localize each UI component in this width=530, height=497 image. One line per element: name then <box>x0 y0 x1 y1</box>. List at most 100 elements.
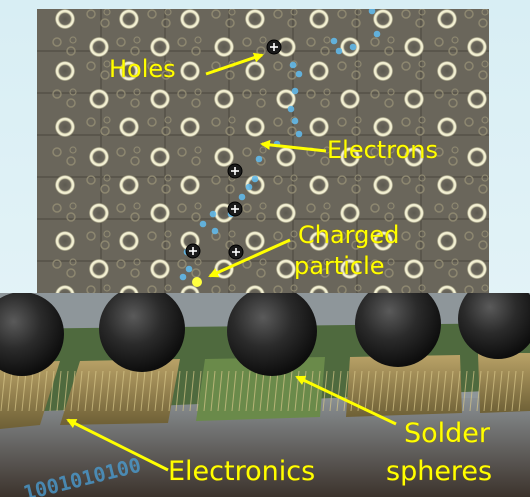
pixel-dot <box>451 258 459 266</box>
pixel-pad <box>309 9 329 29</box>
pixel-dot <box>478 126 488 136</box>
pixel-dot <box>481 60 489 68</box>
pixel-pad <box>150 89 170 109</box>
electrons-label: Electrons <box>327 136 438 164</box>
pixel-dot <box>273 175 283 185</box>
pixel-dot <box>323 202 331 210</box>
chip-trace <box>497 370 503 412</box>
electron-dot <box>295 70 303 78</box>
pixel-dot <box>481 9 489 16</box>
pixel-dot <box>290 284 298 292</box>
pixel-dot <box>259 36 267 44</box>
pixel-dot <box>177 37 187 47</box>
pixel-dot <box>242 37 252 47</box>
chip-trace <box>259 370 265 412</box>
pixel-dot <box>351 184 361 194</box>
pixel-pad <box>180 61 200 81</box>
pixel-pad <box>150 259 170 279</box>
pixel-pad <box>340 203 360 223</box>
solder-sphere <box>355 293 441 367</box>
pixel-dot <box>351 18 361 28</box>
pixel-pad <box>373 61 393 81</box>
pixel-dot <box>177 259 187 269</box>
pixel-dot <box>228 230 236 238</box>
pixel-dot <box>387 258 395 266</box>
pixel-dot <box>228 9 236 16</box>
pixel-dot <box>418 60 426 68</box>
pixel-dot <box>147 61 157 71</box>
electron-dot <box>287 105 295 113</box>
pixel-dot <box>351 240 361 250</box>
pixel-pad <box>276 89 296 109</box>
pixel-dot <box>161 240 171 250</box>
pixel-dot <box>164 116 172 124</box>
pixel-dot <box>69 88 77 96</box>
chip-trace <box>217 370 223 412</box>
pixel-dot <box>194 88 202 96</box>
pixel-dot <box>86 61 96 71</box>
chip-trace <box>56 370 62 412</box>
pixel-dot <box>287 18 297 28</box>
pixel-dot <box>306 259 316 269</box>
pixel-dot <box>52 147 62 157</box>
pixel-dot <box>384 46 394 56</box>
pixel-dot <box>69 146 77 154</box>
chip-trace <box>168 370 174 412</box>
pixel-dot <box>434 37 444 47</box>
pixel-dot <box>66 212 76 222</box>
pixel-dot <box>133 36 141 44</box>
pixel-dot <box>177 203 187 213</box>
pixel-dot <box>191 156 201 166</box>
pixel-pad <box>276 259 296 279</box>
solder-sphere <box>227 293 317 376</box>
pixel-dot <box>133 88 141 96</box>
pixel-dot <box>415 184 425 194</box>
pixel-dot <box>387 36 395 44</box>
pixel-dot <box>478 184 488 194</box>
pixel-dot <box>464 9 474 19</box>
pixel-pad <box>150 37 170 57</box>
pixel-dot <box>103 174 111 182</box>
pixel-pad <box>89 89 109 109</box>
electron-dot <box>211 227 219 235</box>
pixel-pad <box>180 9 200 29</box>
pixel-dot <box>161 70 171 80</box>
pixel-pad <box>180 117 200 137</box>
pixel-dot <box>354 60 362 68</box>
chip-trace <box>196 370 202 412</box>
chip-trace <box>70 370 76 412</box>
electronics-label: Electronics <box>168 456 316 487</box>
pixel-pad <box>119 231 139 251</box>
pixel-dot <box>69 202 77 210</box>
chip-trace <box>91 370 97 412</box>
pixel-dot <box>194 146 202 154</box>
pixel-dot <box>164 230 172 238</box>
solder-label-line1: Solder <box>404 418 491 449</box>
chip <box>196 357 325 421</box>
pixel-dot <box>415 18 425 28</box>
pixel-dot <box>161 126 171 136</box>
pixel-dot <box>69 258 77 266</box>
pixel-pad <box>340 259 360 279</box>
pixel-dot <box>434 203 444 213</box>
pixel-pad <box>150 147 170 167</box>
pixel-dot <box>464 117 474 127</box>
pixel-dot <box>116 259 126 269</box>
pixel-pad <box>89 37 109 57</box>
charged-particle-dot <box>192 277 202 287</box>
pixel-dot <box>434 147 444 157</box>
pixel-dot <box>478 70 488 80</box>
pixel-dot <box>448 156 458 166</box>
chip-trace <box>231 370 237 412</box>
pixel-dot <box>116 147 126 157</box>
chip-trace <box>266 370 272 412</box>
electron-dot <box>291 117 299 125</box>
pixel-pad <box>245 231 265 251</box>
pixel-dot <box>228 284 236 292</box>
pixel-dot <box>451 36 459 44</box>
pixel-dot <box>481 116 489 124</box>
chip-trace <box>224 370 230 412</box>
holes-label: Holes <box>109 55 176 83</box>
pixel-dot <box>481 284 489 292</box>
electron-dot <box>368 9 376 15</box>
